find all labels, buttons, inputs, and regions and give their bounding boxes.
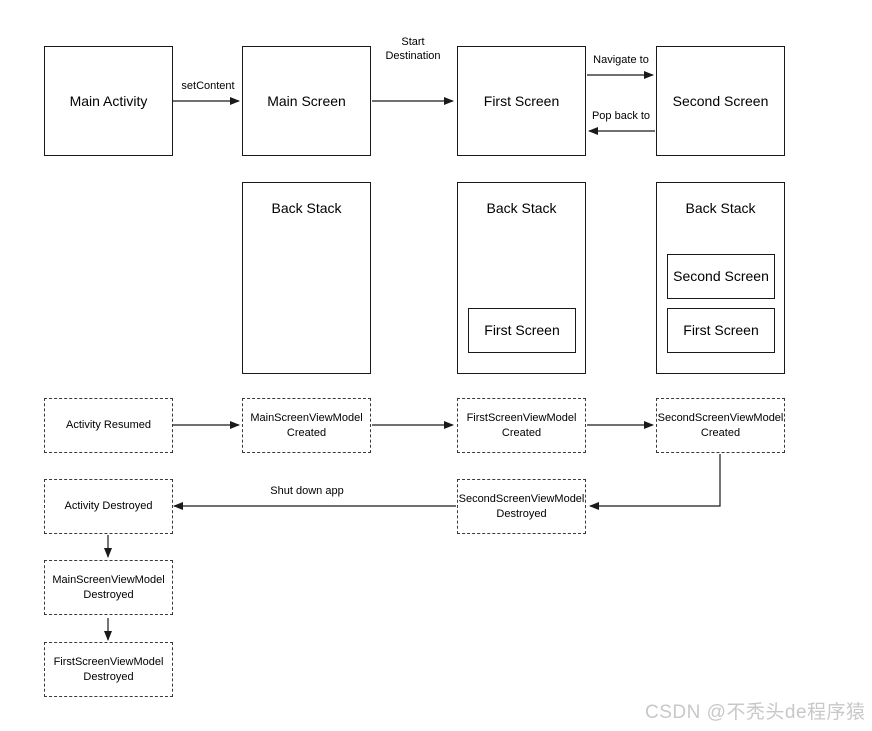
edge-label-start-destination-line2: Destination [385,49,441,62]
node-secondscreenviewmodel-destroyed[interactable]: SecondScreenViewModel Destroyed [457,479,586,534]
edge-label-pop-back-to: Pop back to [591,110,651,122]
back-stack-3-item-first-screen-label: First Screen [683,322,759,339]
node-secondscreenviewmodel-destroyed-line1: SecondScreenViewModel [458,492,585,505]
node-firstscreenviewmodel-destroyed-line1: FirstScreenViewModel [53,655,164,668]
edge-secondvm-created-to-destroyed [589,454,721,510]
node-first-screen[interactable]: First Screen [457,46,586,156]
edge-label-setcontent: setContent [181,80,235,92]
node-secondscreenviewmodel-created-line1: SecondScreenViewModel [657,411,784,424]
edge-label-start-destination-line1: Start [401,36,425,48]
node-main-activity[interactable]: Main Activity [44,46,173,156]
node-back-stack-1[interactable]: Back Stack [242,182,371,374]
node-activity-resumed-label: Activity Resumed [66,419,151,432]
node-secondscreenviewmodel-created-line2: Created [700,426,741,439]
node-firstscreenviewmodel-created-line2: Created [501,426,542,439]
back-stack-3-item-first-screen[interactable]: First Screen [667,308,775,353]
node-firstscreenviewmodel-created[interactable]: FirstScreenViewModel Created [457,398,586,453]
node-mainscreenviewmodel-created-line1: MainScreenViewModel [250,411,363,424]
node-main-activity-label: Main Activity [69,92,148,109]
node-mainscreenviewmodel-created-line2: Created [286,426,327,439]
node-activity-resumed[interactable]: Activity Resumed [44,398,173,453]
node-secondscreenviewmodel-destroyed-line2: Destroyed [496,507,547,520]
node-second-screen-label: Second Screen [672,92,769,109]
node-activity-destroyed[interactable]: Activity Destroyed [44,479,173,534]
node-mainscreenviewmodel-destroyed[interactable]: MainScreenViewModel Destroyed [44,560,173,615]
edge-label-start-destination: Start Destination [370,36,456,64]
back-stack-3-title: Back Stack [685,200,756,216]
back-stack-3-item-second-screen-label: Second Screen [673,268,769,285]
node-firstscreenviewmodel-destroyed-line2: Destroyed [83,670,134,683]
node-secondscreenviewmodel-created[interactable]: SecondScreenViewModel Created [656,398,785,453]
csdn-watermark: CSDN @不秃头de程序猿 [645,702,866,723]
node-main-screen[interactable]: Main Screen [242,46,371,156]
node-mainscreenviewmodel-destroyed-line1: MainScreenViewModel [52,573,165,586]
node-first-screen-label: First Screen [483,92,560,109]
back-stack-1-title: Back Stack [271,200,342,216]
node-main-screen-label: Main Screen [267,92,346,109]
node-mainscreenviewmodel-created[interactable]: MainScreenViewModel Created [242,398,371,453]
node-firstscreenviewmodel-destroyed[interactable]: FirstScreenViewModel Destroyed [44,642,173,697]
edge-label-shut-down-app: Shut down app [270,485,344,497]
node-mainscreenviewmodel-destroyed-line2: Destroyed [83,588,134,601]
edge-label-navigate-to: Navigate to [593,54,649,66]
back-stack-2-item-first-screen-label: First Screen [484,322,560,339]
node-activity-destroyed-label: Activity Destroyed [64,500,153,513]
back-stack-3-item-second-screen[interactable]: Second Screen [667,254,775,299]
back-stack-2-item-first-screen[interactable]: First Screen [468,308,576,353]
back-stack-2-title: Back Stack [486,200,557,216]
node-firstscreenviewmodel-created-line1: FirstScreenViewModel [466,411,577,424]
node-second-screen[interactable]: Second Screen [656,46,785,156]
